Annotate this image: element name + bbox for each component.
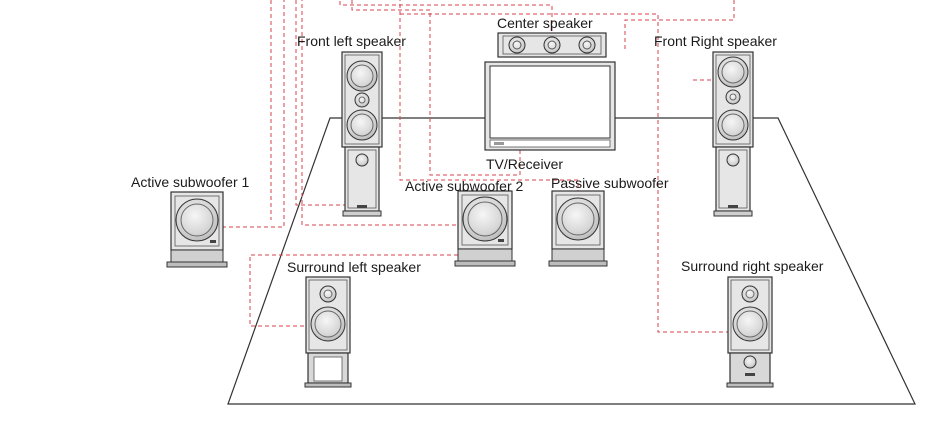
surround-right-speaker xyxy=(726,276,774,388)
active-subwoofer-1-label: Active subwoofer 1 xyxy=(131,174,250,190)
surround-left-speaker-label: Surround left speaker xyxy=(287,259,421,275)
passive-subwoofer xyxy=(548,190,608,267)
wire-front-left xyxy=(295,0,352,206)
active-subwoofer-1 xyxy=(166,191,228,268)
tv-receiver xyxy=(484,61,616,151)
wire-front-right xyxy=(624,0,735,52)
center-speaker xyxy=(497,32,607,58)
surround-left-speaker xyxy=(304,276,352,388)
front-right-speaker-label: Front Right speaker xyxy=(654,33,777,49)
front-left-speaker-label: Front left speaker xyxy=(297,33,406,49)
wire-active-sub-1 xyxy=(222,0,285,228)
wire-tv-left xyxy=(351,0,521,176)
active-subwoofer-2-label: Active subwoofer 2 xyxy=(405,178,524,194)
front-left-speaker xyxy=(341,51,383,217)
passive-subwoofer-label: Passive subwoofer xyxy=(551,175,669,191)
front-right-speaker xyxy=(712,51,754,217)
wire-center xyxy=(339,0,553,45)
wire-right-top xyxy=(400,13,735,333)
surround-right-speaker-label: Surround right speaker xyxy=(681,258,824,274)
tv-receiver-label: TV/Receiver xyxy=(486,156,564,172)
center-speaker-label: Center speaker xyxy=(497,15,593,31)
wire-active-sub-2 xyxy=(301,0,463,226)
speaker-wires xyxy=(222,0,735,333)
active-subwoofer-2 xyxy=(454,190,516,267)
